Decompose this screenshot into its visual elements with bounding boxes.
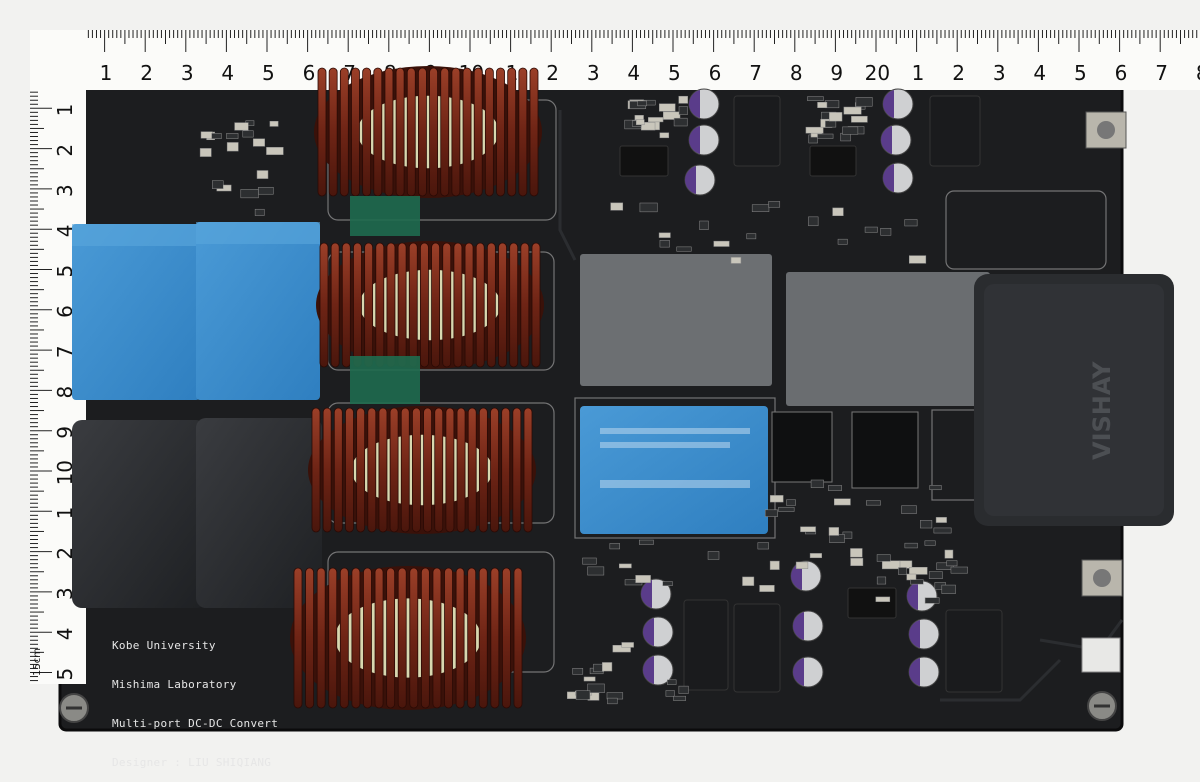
ruler-top-number: 8 bbox=[790, 61, 803, 85]
vishay-module: VISHAY bbox=[974, 274, 1174, 526]
ruler-top-number: 9 bbox=[830, 61, 843, 85]
ruler-top-number: 7 bbox=[749, 61, 762, 85]
toroidal-inductor-2 bbox=[316, 241, 544, 369]
ruler-left-number: 3 bbox=[53, 587, 77, 600]
silk-line-1: Kobe University bbox=[112, 639, 216, 652]
black-capacitor-left-1 bbox=[72, 420, 206, 608]
terminal-connectors bbox=[1081, 111, 1127, 673]
gray-inductor-1 bbox=[580, 254, 772, 386]
ruler-left-number: 5 bbox=[53, 265, 77, 278]
toroidal-inductor-1 bbox=[314, 66, 542, 198]
ruler-top-number: 2 bbox=[140, 61, 153, 85]
silk-line-4: Designer : LIU SHIQIANG bbox=[112, 756, 272, 769]
ruler-top-number: 20 bbox=[865, 61, 890, 85]
ruler-top-number: 5 bbox=[1074, 61, 1087, 85]
silk-line-3: Multi-port DC-DC Convert bbox=[112, 717, 279, 730]
ruler-top-number: 3 bbox=[587, 61, 600, 85]
silk-line-2: Mishima Laboratory bbox=[112, 678, 237, 691]
ruler-left-number: 7 bbox=[53, 345, 77, 358]
ruler-top-number: 2 bbox=[952, 61, 965, 85]
ruler-left-number: 8 bbox=[53, 386, 77, 399]
ruler-top-number: 3 bbox=[181, 61, 194, 85]
ruler-left-number: 4 bbox=[53, 225, 77, 238]
top-ruler: 1234567891012345678920123456789 bbox=[30, 30, 1200, 90]
ruler-left-number: 1 bbox=[53, 507, 77, 520]
ruler-top-number: 8 bbox=[1196, 61, 1200, 85]
ruler-top-number: 6 bbox=[1115, 61, 1128, 85]
film-capacitor-center bbox=[580, 406, 768, 534]
ruler-left-number: 6 bbox=[53, 305, 77, 318]
film-capacitor-left-1 bbox=[72, 224, 200, 400]
pcb-photo: 1234567891012345678920123456789 12345678… bbox=[30, 30, 1200, 769]
vishay-brand-label: VISHAY bbox=[1088, 361, 1116, 460]
toroidal-inductor-3 bbox=[308, 406, 536, 534]
film-capacitor-left-2 bbox=[196, 222, 320, 400]
ruler-left-number: 2 bbox=[53, 547, 77, 560]
ruler-top-number: 3 bbox=[993, 61, 1006, 85]
ruler-top-number: 2 bbox=[546, 61, 559, 85]
ruler-top-number: 6 bbox=[303, 61, 316, 85]
ruler-top-number: 1 bbox=[100, 61, 113, 85]
black-capacitor-left-2 bbox=[196, 418, 322, 608]
ruler-top-number: 4 bbox=[1033, 61, 1046, 85]
board-silkscreen-text: Kobe University Mishima Laboratory Multi… bbox=[112, 613, 278, 782]
ruler-top-number: 5 bbox=[262, 61, 275, 85]
ruler-top-number: 1 bbox=[912, 61, 925, 85]
ruler-top-number: 6 bbox=[709, 61, 722, 85]
ruler-left-number: 4 bbox=[53, 628, 77, 641]
gray-inductor-2 bbox=[786, 272, 990, 406]
green-tape bbox=[350, 196, 420, 236]
ruler-left-number: 1 bbox=[53, 104, 77, 117]
ruler-corner-label: 15cm bbox=[32, 648, 43, 676]
ruler-top-number: 4 bbox=[627, 61, 640, 85]
toroidal-inductor-4 bbox=[290, 566, 526, 710]
ruler-left-number: 3 bbox=[53, 184, 77, 197]
ruler-left-number: 2 bbox=[53, 144, 77, 157]
ruler-left-number: 9 bbox=[53, 426, 77, 439]
ruler-left-number: 5 bbox=[53, 668, 77, 681]
ruler-top-number: 5 bbox=[668, 61, 681, 85]
ruler-top-number: 4 bbox=[221, 61, 234, 85]
ruler-top-number: 7 bbox=[1155, 61, 1168, 85]
